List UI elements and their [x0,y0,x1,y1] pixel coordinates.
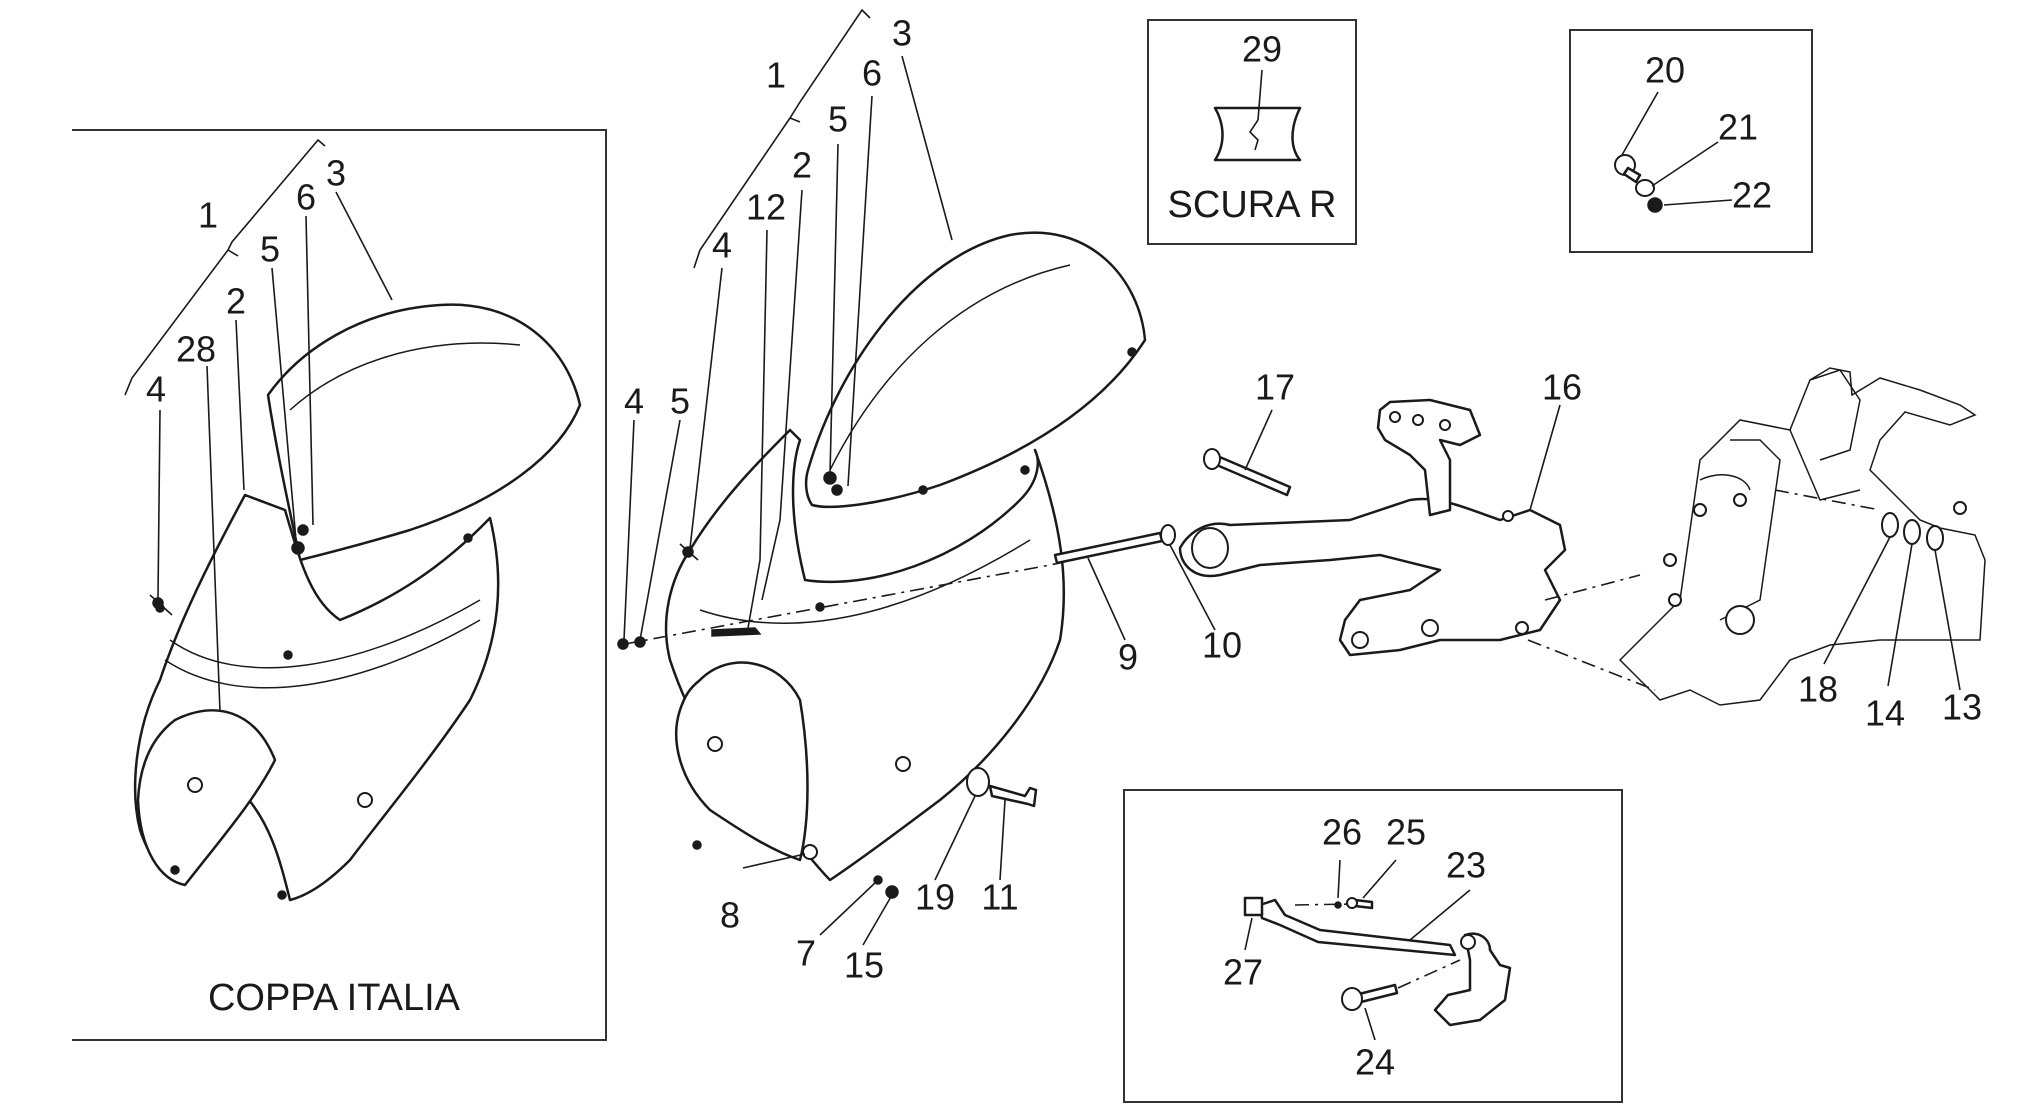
callout-23: 23 [1446,845,1486,886]
scura-r-caption: SCURA R [1168,184,1337,226]
callout-7: 11 [981,877,1018,918]
callout-18: 18 [1798,669,1838,710]
callout-28: 28 [176,329,216,370]
upper-stay [1376,398,1482,517]
callout-4: 4 [146,369,166,410]
callout-27: 27 [1223,952,1263,993]
bracket-16 [1178,497,1567,657]
callout-16: 16 [1542,367,1582,408]
stay-panel: 26 25 23 27 24 [1123,789,1623,1103]
callout-9: 9 [1118,637,1138,678]
washer-19 [1903,519,1921,545]
callout-13: 15 [844,945,884,986]
scura-r-panel: 29 SCURA R [1147,19,1357,245]
callout-12: 12 [746,187,786,228]
callout-4: 4 [624,381,644,422]
coppa-italia-caption: COPPA ITALIA [208,977,461,1019]
callout-14: 7 [796,933,816,974]
callout-5: 5 [828,99,848,140]
bolt-17 [1210,453,1292,497]
callout-4: 4 [712,225,732,266]
left-windscreen [266,303,582,562]
callout-17: 17 [1255,367,1295,408]
callout-19: 14 [1865,693,1905,734]
callout-20: 20 [1645,50,1685,91]
callout-22: 22 [1732,175,1772,216]
callout-10: 10 [1202,625,1242,666]
callout-2: 2 [226,281,246,322]
callout-24: 24 [1355,1042,1395,1083]
callout-3: 3 [892,13,912,54]
callout-8: 19 [915,877,955,918]
fastener-box [1569,29,1813,253]
callout-25: 25 [1386,812,1426,853]
left-headlight-opening [136,709,277,887]
stay-box [1123,789,1623,1103]
callout-5: 5 [260,229,280,270]
mounting-assembly: 9 10 17 16 18 14 13 [1053,367,1986,734]
left-kit-bracket [124,138,326,396]
washer-18 [1881,512,1899,538]
callout-1: 1 [766,55,786,96]
coppa-italia-box [72,129,607,1041]
main-windscreen [804,231,1147,509]
callout-26: 26 [1322,812,1362,853]
callout-2: 2 [792,145,812,186]
mount-plate [1433,932,1512,1027]
callout-6: 6 [296,177,316,218]
emblem-29 [1213,106,1302,162]
coppa-italia-panel: 1 3 6 5 2 28 4 COPPA ITALIA [72,129,607,1041]
main-kit-bracket [693,8,871,269]
callout-1: 1 [198,195,218,236]
callout-6: 6 [862,53,882,94]
scura-r-box [1147,19,1357,245]
main-headlight-opening [675,661,809,862]
main-fairing-group: 1 3 6 5 2 12 4 4 5 8 7 15 19 11 [617,8,1166,986]
stay-23 [1258,898,1457,957]
nut-11 [1926,525,1944,551]
fastener-panel: 20 21 22 [1569,29,1813,253]
callout-3: 3 [326,153,346,194]
rod-9 [1053,531,1164,565]
callout-15: 8 [720,895,740,936]
callout-5: 5 [670,381,690,422]
callout-29: 29 [1242,29,1282,70]
callout-11: 13 [1942,687,1982,728]
callout-21: 21 [1718,107,1758,148]
